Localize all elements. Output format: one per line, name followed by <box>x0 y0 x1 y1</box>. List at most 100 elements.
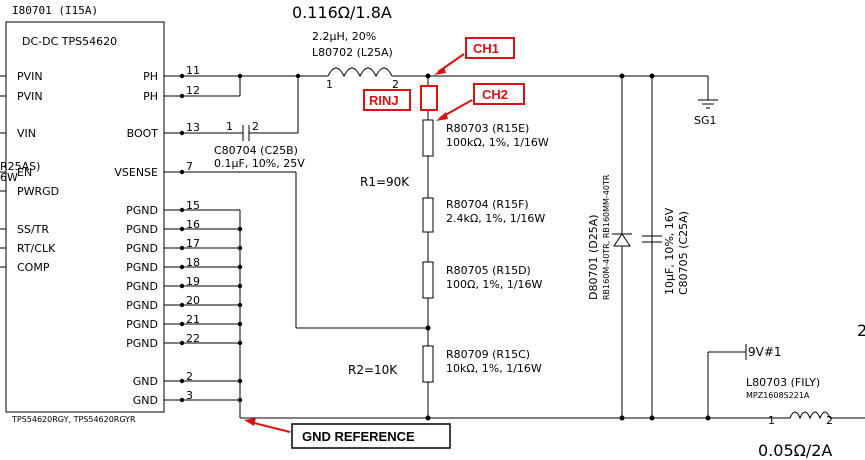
ferrite-ref: L80703 (FILY) <box>746 376 820 389</box>
header-rating: 0.116Ω/1.8A <box>292 3 392 22</box>
ch1-label: CH1 <box>473 41 499 56</box>
pin-pgnd-17: PGND <box>126 242 158 255</box>
pin-pvin-2: PVIN <box>17 90 43 103</box>
pin-num-20: 20 <box>186 294 200 307</box>
pin-en: EN <box>17 166 32 179</box>
ferrite-l80703: L80703 (FILY) MPZ1608S221A 1 2 <box>746 376 833 427</box>
ic-ref: I80701 (I15A) <box>12 4 98 17</box>
r80703-ref: R80703 (R15E) <box>446 122 529 135</box>
pin-pvin-1: PVIN <box>17 70 43 83</box>
pin-num-11: 11 <box>186 64 200 77</box>
wiring <box>164 75 865 419</box>
pin-num-2: 2 <box>186 370 193 383</box>
ic-block: I80701 (I15A) DC-DC TPS54620 TPS54620RGY… <box>0 4 200 424</box>
pin-num-15: 15 <box>186 199 200 212</box>
pin-ph-2: PH <box>143 90 158 103</box>
ic-name: DC-DC TPS54620 <box>22 35 117 48</box>
ferrite-part: MPZ1608S221A <box>746 391 810 400</box>
pin-pgnd-16: PGND <box>126 223 158 236</box>
diode-ref: D80701 (D25A) <box>587 214 600 300</box>
pin-gnd-3: GND <box>133 394 158 407</box>
resistor-r80705 <box>422 261 434 299</box>
pin-num-16: 16 <box>186 218 200 231</box>
ch1-box <box>465 37 515 59</box>
net-label-9v: 9V#1 <box>748 345 782 359</box>
r80709-ref: R80709 (R15C) <box>446 348 530 361</box>
output-capacitor: 10μF, 10%, 16V C80705 (C25A) <box>642 207 690 295</box>
ferrite-pin1: 1 <box>768 414 775 427</box>
inductor-l80702: 2.2μH, 20% L80702 (L25A) 1 2 <box>312 30 399 91</box>
inductor-value: 2.2μH, 20% <box>312 30 376 43</box>
ferrite-coil <box>789 411 831 420</box>
boot-cap-pin2: 2 <box>252 120 259 133</box>
ferrite-pin2: 2 <box>826 414 833 427</box>
gnd-reference-arrow <box>249 421 291 433</box>
pin-ss-tr: SS/TR <box>17 223 49 236</box>
pin-num-7: 7 <box>186 160 193 173</box>
footer-rating: 0.05Ω/2A <box>758 441 832 460</box>
pin-num-3: 3 <box>186 389 193 402</box>
inductor-pin2: 2 <box>392 78 399 91</box>
pin-num-12: 12 <box>186 84 200 97</box>
ic-body <box>5 21 165 413</box>
pin-ph-1: PH <box>143 70 158 83</box>
rinj-resistor <box>420 85 438 111</box>
r80705-value: 100Ω, 1%, 1/16W <box>446 278 543 291</box>
pin-pgnd-20: PGND <box>126 299 158 312</box>
ch2-box <box>473 83 525 105</box>
pin-num-13: 13 <box>186 121 200 134</box>
diode-d80701: D80701 (D25A) RB160M-40TR, RB160MM-40TR <box>587 174 632 300</box>
left-partial-label: R25AS) <box>0 160 40 173</box>
pin-pgnd-15: PGND <box>126 204 158 217</box>
pin-boot: BOOT <box>127 127 159 140</box>
rinj-label: RINJ <box>369 93 399 108</box>
rinj-box <box>363 89 411 111</box>
pin-num-21: 21 <box>186 313 200 326</box>
pin-pgnd-18: PGND <box>126 261 158 274</box>
pin-num-17: 17 <box>186 237 200 250</box>
pin-pwrgd: PWRGD <box>17 185 59 198</box>
right-edge-char: 2 <box>857 321 865 340</box>
r80703-value: 100kΩ, 1%, 1/16W <box>446 136 549 149</box>
out-cap-ref: C80705 (C25A) <box>677 211 690 295</box>
boot-cap-value: 0.1μF, 10%, 25V <box>214 157 305 170</box>
left-partial-label-2: 6W <box>0 171 18 184</box>
annotations: CH1 CH2 RINJ GND REFERENCE <box>244 37 525 449</box>
inductor-ref: L80702 (L25A) <box>312 46 393 59</box>
pin-num-19: 19 <box>186 275 200 288</box>
pin-num-18: 18 <box>186 256 200 269</box>
boot-capacitor: 1 2 C80704 (C25B) 0.1μF, 10%, 25V <box>214 120 305 170</box>
diode-part: RB160M-40TR, RB160MM-40TR <box>602 174 611 300</box>
r80705-ref: R80705 (R15D) <box>446 264 531 277</box>
r80704-value: 2.4kΩ, 1%, 1/16W <box>446 212 545 225</box>
pin-pgnd-19: PGND <box>126 280 158 293</box>
r2-label: R2=10K <box>348 363 398 377</box>
inductor-pin1: 1 <box>326 78 333 91</box>
resistor-r80704 <box>422 197 434 233</box>
gnd-reference-label: GND REFERENCE <box>302 429 415 444</box>
resistor-chain: R80703 (R15E) 100kΩ, 1%, 1/16W R80704 (R… <box>348 119 549 383</box>
ch2-label: CH2 <box>482 87 508 102</box>
r80709-value: 10kΩ, 1%, 1/16W <box>446 362 542 375</box>
pin-pgnd-21: PGND <box>126 318 158 331</box>
pin-vsense: VSENSE <box>114 166 158 179</box>
resistor-r80709 <box>422 345 434 383</box>
ic-part-numbers: TPS54620RGY, TPS54620RGYR <box>11 415 136 424</box>
r1-label: R1=90K <box>360 175 410 189</box>
pin-comp: COMP <box>17 261 50 274</box>
pin-pgnd-22: PGND <box>126 337 158 350</box>
pin-vin: VIN <box>17 127 36 140</box>
boot-cap-ref: C80704 (C25B) <box>214 144 298 157</box>
sg1-label: SG1 <box>694 114 717 127</box>
pin-rt-clk: RT/CLK <box>17 242 56 255</box>
inductor-coil <box>327 67 393 78</box>
pin-gnd-2: GND <box>133 375 158 388</box>
junction-dots <box>179 73 711 421</box>
gnd-reference-box <box>291 423 451 449</box>
boot-cap-pin1: 1 <box>226 120 233 133</box>
resistor-r80703 <box>422 119 434 157</box>
out-cap-value: 10μF, 10%, 16V <box>663 207 676 295</box>
r80704-ref: R80704 (R15F) <box>446 198 529 211</box>
pin-num-22: 22 <box>186 332 200 345</box>
